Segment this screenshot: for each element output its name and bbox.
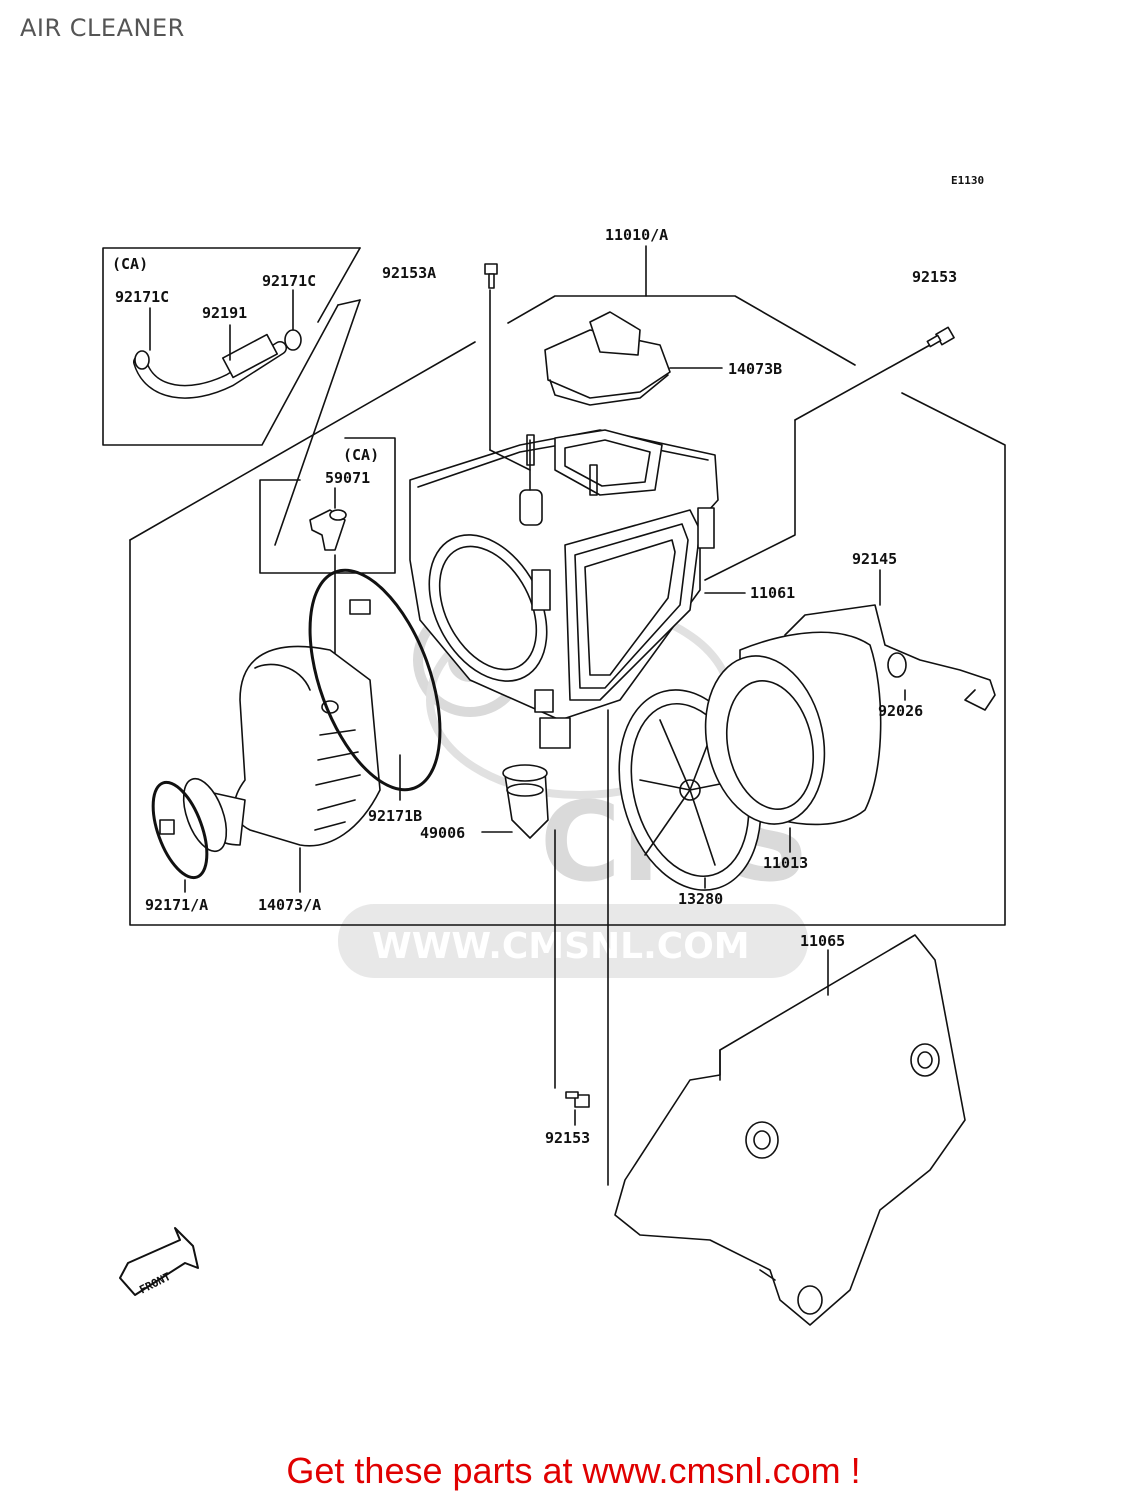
part-label-92153A[interactable]: 92153A bbox=[382, 264, 436, 282]
leader-92153A-2 bbox=[489, 449, 531, 471]
zigzag-line-2 bbox=[274, 299, 361, 546]
part-label-14073B[interactable]: 14073B bbox=[728, 360, 782, 378]
front-arrow bbox=[119, 1227, 199, 1296]
wire-92145 bbox=[784, 604, 996, 711]
callout-ca-2: (CA) bbox=[343, 446, 379, 464]
side-cover-11065 bbox=[614, 934, 966, 1326]
part-label-92171B[interactable]: 92171B bbox=[368, 807, 422, 825]
part-label-92145[interactable]: 92145 bbox=[852, 550, 897, 568]
zigzag-line-1 bbox=[337, 299, 361, 306]
part-label-14073A[interactable]: 14073/A bbox=[258, 896, 321, 914]
page-title: AIR CLEANER bbox=[20, 14, 185, 42]
boot-49006 bbox=[502, 764, 549, 839]
washer-92026 bbox=[887, 652, 907, 678]
leader-92153-top bbox=[794, 344, 931, 421]
screw-92153-bottom bbox=[565, 1091, 590, 1108]
part-label-11061[interactable]: 11061 bbox=[750, 584, 795, 602]
cap-14073B bbox=[544, 311, 671, 406]
parts-diagram: CMS WWW.CMSNL.COM bbox=[102, 174, 1006, 1326]
leader-92153-top-2 bbox=[704, 419, 796, 581]
part-label-92026[interactable]: 92026 bbox=[878, 702, 923, 720]
assembly-frame-topleft bbox=[507, 295, 856, 366]
part-label-92153-top[interactable]: 92153 bbox=[912, 268, 957, 286]
watermark-url: WWW.CMSNL.COM bbox=[372, 926, 750, 967]
ca-inset-box-right bbox=[317, 247, 361, 323]
part-label-59071[interactable]: 59071 bbox=[325, 469, 370, 487]
part-label-11065[interactable]: 11065 bbox=[800, 932, 845, 950]
intake-duct-14073A bbox=[182, 645, 381, 853]
part-label-11010A[interactable]: 11010/A bbox=[605, 226, 668, 244]
ca-inset-box bbox=[102, 247, 361, 446]
promo-link[interactable]: Get these parts at www.cmsnl.com ! bbox=[286, 1450, 861, 1491]
filter-11013 bbox=[704, 631, 882, 826]
part-label-92171C-a[interactable]: 92171C bbox=[115, 288, 169, 306]
callout-ca-1: (CA) bbox=[112, 255, 148, 273]
part-label-92171C-b[interactable]: 92171C bbox=[262, 272, 316, 290]
part-label-13280[interactable]: 13280 bbox=[678, 890, 723, 908]
air-box-body bbox=[409, 429, 719, 749]
part-label-92153-bottom[interactable]: 92153 bbox=[545, 1129, 590, 1147]
screw-92153A bbox=[484, 263, 498, 289]
part-label-92171A[interactable]: 92171/A bbox=[145, 896, 208, 914]
hose-92191 bbox=[133, 329, 302, 399]
clamp-92171B bbox=[308, 568, 442, 792]
diagram-code: E1130 bbox=[951, 174, 984, 187]
part-label-11013[interactable]: 11013 bbox=[763, 854, 808, 872]
clamp-92171A bbox=[151, 780, 209, 880]
watermark-url-bar bbox=[338, 904, 808, 978]
part-label-92191[interactable]: 92191 bbox=[202, 304, 247, 322]
fitting-59071 bbox=[309, 509, 347, 551]
assembly-frame bbox=[129, 392, 1006, 926]
part-label-49006[interactable]: 49006 bbox=[420, 824, 465, 842]
ca-inset-box-2 bbox=[259, 437, 396, 574]
assembly-frame-left bbox=[129, 341, 476, 541]
screw-92153-top bbox=[926, 326, 955, 348]
